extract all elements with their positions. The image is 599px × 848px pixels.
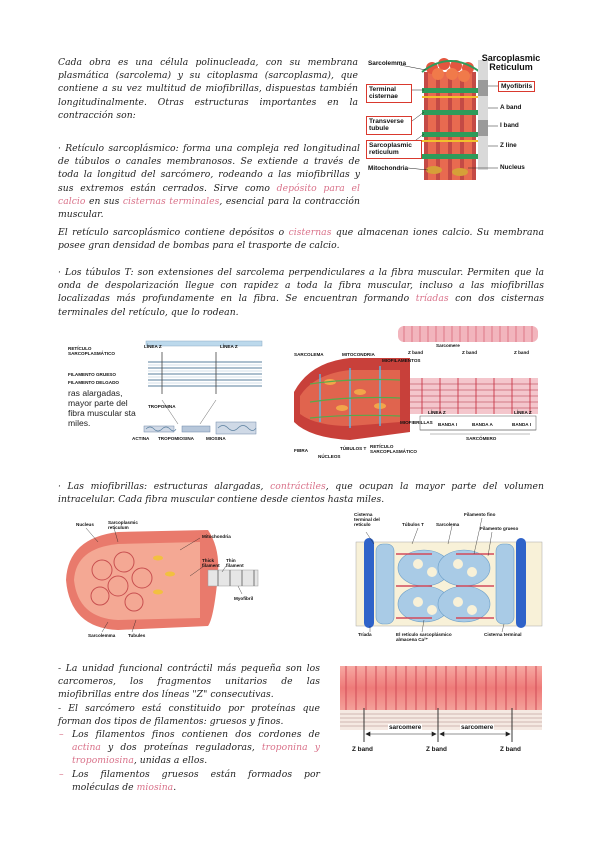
- fig5-reticulo: El retículo sarcoplásmico almacena Ca²⁺: [396, 632, 452, 642]
- tubulos-paragraph: · Los túbulos T: son extensiones del sar…: [58, 266, 544, 319]
- label-transverse-tubule: Transverse tubule: [366, 116, 412, 135]
- unidad-paragraph: - La unidad funcional contráctil más peq…: [58, 662, 320, 794]
- figure-fiber-section: Nucleus Sarcoplasmic reticulum Mitochond…: [58, 518, 268, 640]
- unidad-p2: - El sarcómero está constituido por prot…: [58, 702, 320, 727]
- reticulo-highlight-cisternas: cisternas terminales: [122, 195, 220, 207]
- fig2-overlay-text: ras alargadas, mayor parte del fibra mus…: [68, 388, 140, 428]
- miofibrillas-paragraph: · Las miofibrillas: estructuras alargada…: [58, 480, 544, 506]
- fig6-z-band2: Z band: [426, 746, 447, 753]
- figure-fiber-tubules: Sarcomere Z band Z band Z band SARCOLEMA…: [290, 322, 544, 462]
- fig6-sarcomere1: sarcomere: [388, 724, 423, 731]
- fig2-linea-z1: LÍNEA Z: [144, 344, 162, 349]
- fig4-nucleus: Nucleus: [76, 522, 94, 527]
- fig5-filamento-grueso: Filamento grueso: [480, 526, 519, 531]
- fig3-z-band2: Z band: [462, 350, 478, 355]
- fig4-mitochondria: Mitochondria: [202, 534, 231, 539]
- fig4-sr: Sarcoplasmic reticulum: [108, 520, 138, 530]
- fig3-banda-a: BANDA A: [472, 422, 493, 427]
- label-myofibrils: Myofibrils: [498, 81, 536, 93]
- fig3-tubulos-t: TÚBULOS T: [340, 446, 367, 451]
- fig3-linea-z1: LÍNEA Z: [428, 410, 446, 415]
- fig3-banda-i2: BANDA I: [512, 422, 531, 427]
- fig6-z-band3: Z band: [500, 746, 521, 753]
- sarcoplasmic-reticulum-illustration: [399, 58, 498, 180]
- unidad-p1: - La unidad funcional contráctil más peq…: [58, 663, 320, 701]
- fig3-z-band3: Z band: [514, 350, 530, 355]
- filament-list: Los filamentos finos contienen dos cordo…: [58, 728, 320, 794]
- label-terminal-cisternae: Terminal cisternae: [366, 84, 412, 103]
- reticulo-text-2: en sus: [85, 195, 123, 207]
- reticulo-text-1: · Retículo sarcoplásmico: forma una comp…: [58, 143, 360, 194]
- figure-sarcoplasmic-reticulum: Sarcoplasmic Reticulum Sarcolemma Termin…: [364, 50, 544, 186]
- fig3-nucleos: NÚCLEOS: [318, 454, 341, 459]
- fig3-banda-i1: BANDA I: [438, 422, 457, 427]
- intro-paragraph: Cada obra es una célula polinucleada, co…: [58, 56, 358, 122]
- fig4-myofibril: Myofibril: [234, 596, 254, 601]
- fig3-sarcolema: SARCOLEMA: [294, 352, 324, 357]
- fig3-miofibrillas: MIOFIBRILLAS: [400, 420, 433, 425]
- miofibrillas-highlight: contráctiles: [270, 481, 326, 492]
- fig2-miosina: MIOSINA: [206, 436, 226, 441]
- fig5-triada: Tríada: [358, 632, 372, 637]
- label-nucleus: Nucleus: [500, 164, 525, 171]
- fig5-cisterna-terminal: Cisterna terminal del retículo: [354, 512, 380, 527]
- fig6-sarcomere2: sarcomere: [460, 724, 495, 731]
- intro-text: Cada obra es una célula polinucleada, co…: [58, 57, 358, 121]
- miofibrillas-text-2: , que ocupan la mayor parte del volumen …: [58, 481, 544, 506]
- fig5-filamento-fino: Filamento fino: [464, 512, 496, 517]
- fig2-tropomiosina: TROPOMIOSINA: [158, 436, 194, 441]
- fig2-linea-z2: LÍNEA Z: [220, 344, 238, 349]
- fig3-z-band1: Z band: [408, 350, 424, 355]
- fig3-linea-z2: LÍNEA Z: [514, 410, 532, 415]
- label-sarcolemma: Sarcolemma: [368, 60, 407, 67]
- sarcomere-bands-illustration: [340, 666, 542, 742]
- figure-sarcomere-bands: sarcomere sarcomere Z band Z band Z band: [338, 664, 544, 758]
- label-a-band: A band: [500, 104, 522, 111]
- fig5-tubulos-t: Túbulos T: [402, 522, 424, 527]
- cisternas-highlight: cisternas: [288, 227, 332, 238]
- fiber-block: [421, 58, 481, 180]
- label-z-line: Z line: [500, 142, 517, 149]
- fig3-miofilamentos: MIOFILAMENTOS: [382, 358, 421, 363]
- fig2-fil-delgado: FILAMENTO DELGADO: [68, 380, 119, 385]
- fig3-mitocondria: MITOCONDRIA: [342, 352, 375, 357]
- fig2-fil-grueso: FILAMENTO GRUESO: [68, 372, 116, 377]
- fig5-sarcolema: Sarcolema: [436, 522, 460, 527]
- fig4-thin: Thin filament: [226, 558, 244, 568]
- filament-list-item-finos: Los filamentos finos contienen dos cordo…: [59, 728, 320, 768]
- fig4-sarcolemma: Sarcolemma: [88, 633, 116, 638]
- figure-filaments: RETÍCULO SARCOPLASMÁTICO LÍNEA Z LÍNEA Z…: [66, 338, 270, 444]
- cisternas-text-1: El retículo sarcoplásmico contiene depós…: [58, 227, 289, 238]
- fig3-sarcomere: Sarcomere: [436, 343, 460, 348]
- triad-illustration: [355, 517, 543, 633]
- cisternas-text-2: que almacenan iones calcio. Su membrana …: [58, 227, 545, 252]
- tubulos-highlight-triadas: tríadas: [415, 293, 449, 305]
- filaments-illustration: [143, 340, 263, 435]
- fig2-reticulo: RETÍCULO SARCOPLASMÁTICO: [68, 346, 115, 356]
- fig4-tubules: Tubules: [128, 633, 146, 638]
- fiber-tubules-illustration: [294, 326, 538, 440]
- fig2-actina: ACTINA: [132, 436, 150, 441]
- miofibrillas-text-1: · Las miofibrillas: estructuras alargada…: [58, 481, 271, 492]
- reticulo-paragraph: · Retículo sarcoplásmico: forma una comp…: [58, 142, 360, 221]
- label-i-band: I band: [500, 122, 519, 129]
- figure-triad: Cisterna terminal del retículo Túbulos T…: [352, 508, 544, 646]
- reticulo-highlight-calcio: depósito para el calcio: [58, 182, 360, 207]
- fig3-reticulo: RETÍCULO SARCOPLASMÁTICO: [370, 444, 417, 454]
- fig1-title: Sarcoplasmic Reticulum: [481, 53, 541, 72]
- fig2-troponina: TROPONINA: [148, 404, 176, 409]
- cisternas-paragraph: El retículo sarcoplásmico contiene depós…: [58, 226, 544, 252]
- label-sarcoplasmic-reticulum: Sarcoplasmic reticulum: [366, 140, 422, 159]
- fig5-cisterna-terminal2: Cisterna terminal: [484, 632, 522, 637]
- tubulos-text-2: con dos cisternas terminales del retícul…: [58, 293, 545, 318]
- fig3-fibra: FIBRA: [294, 448, 309, 453]
- fig6-z-band1: Z band: [352, 746, 373, 753]
- label-mitochondria: Mitochondria: [368, 165, 409, 172]
- fig3-sarcomero: SARCÓMERO: [466, 436, 497, 441]
- fig4-thick: Thick filament: [202, 558, 220, 568]
- tubulos-text-1: · Los túbulos T: son extensiones del sar…: [58, 267, 544, 305]
- reticulo-text-3: , esencial para la contracción muscular.: [58, 195, 360, 221]
- filament-list-item-gruesos: Los filamentos gruesos están formados po…: [59, 768, 320, 794]
- fiber-section-illustration: [66, 527, 259, 633]
